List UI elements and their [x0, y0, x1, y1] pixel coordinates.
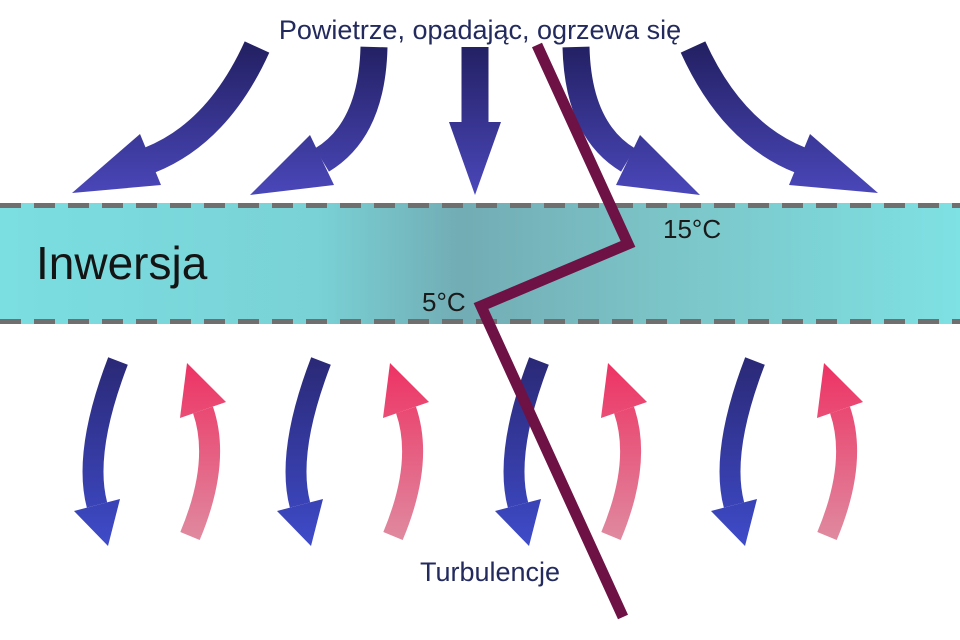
turbulence-pair-2 [277, 361, 429, 546]
top-caption: Powietrze, opadając, ogrzewa się [279, 15, 681, 45]
temp-lower-label: 5°C [422, 287, 466, 317]
descending-arrow-1 [72, 41, 270, 193]
temp-upper-label: 15°C [663, 214, 721, 244]
turbulence-pair-4 [711, 361, 863, 546]
turbulence-label: Turbulencje [420, 557, 560, 587]
descending-arrow-5 [680, 41, 878, 193]
descending-arrow-3 [449, 47, 501, 195]
descending-arrow-4 [562, 46, 700, 195]
inversion-band-label: Inwersja [36, 237, 208, 289]
descending-air-arrows [72, 41, 878, 195]
temperature-profile-line [473, 42, 636, 620]
turbulence-pair-1 [74, 361, 226, 546]
turbulence-arrows [74, 361, 863, 546]
descending-arrow-2 [250, 46, 388, 195]
